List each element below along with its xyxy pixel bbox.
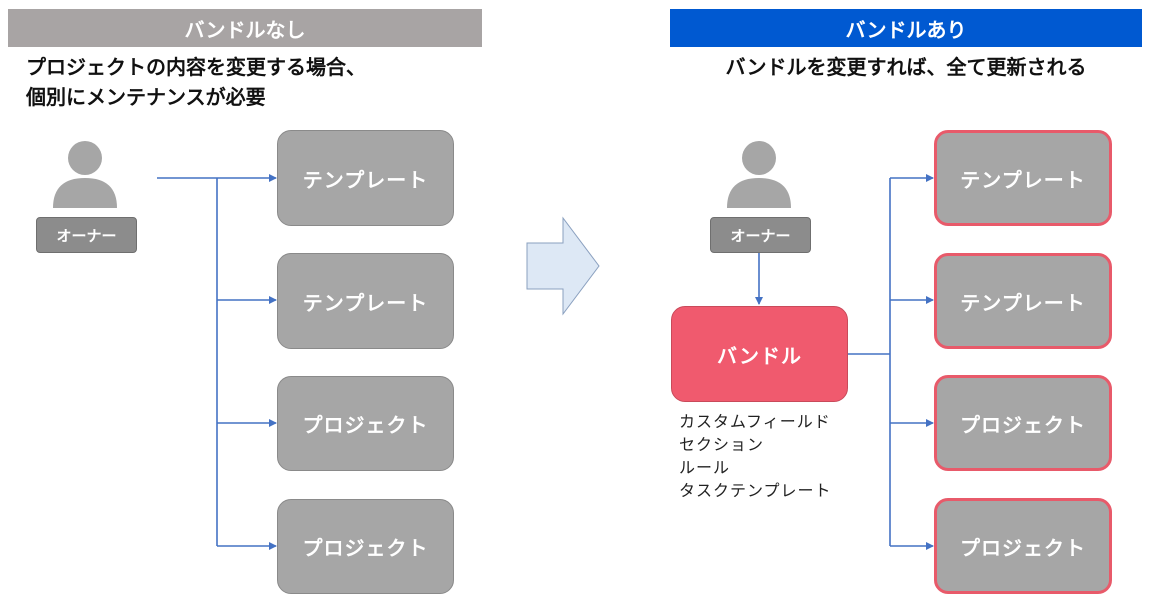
left-box-2: テンプレート — [277, 253, 454, 349]
right-caption-text: バンドルを変更すれば、全て更新される — [725, 55, 1087, 79]
right-owner-label: オーナー — [710, 217, 811, 253]
left-box-2-label: テンプレート — [302, 290, 429, 315]
left-box-4: プロジェクト — [277, 499, 454, 594]
bundle-label: バンドル — [717, 343, 802, 368]
right-box-4: プロジェクト — [934, 498, 1112, 594]
right-box-1-label: テンプレート — [960, 167, 1086, 192]
bundle-item: タスクテンプレート — [679, 481, 832, 500]
right-connectors — [755, 174, 934, 550]
right-box-4-label: プロジェクト — [960, 535, 1086, 560]
left-caption-line2: 個別にメンテナンスが必要 — [26, 85, 266, 109]
left-owner-text: オーナー — [56, 226, 117, 245]
right-box-2: テンプレート — [934, 253, 1112, 349]
left-box-1: テンプレート — [277, 130, 454, 226]
left-box-1-label: テンプレート — [302, 167, 429, 192]
left-connectors — [157, 174, 277, 550]
right-box-3: プロジェクト — [934, 375, 1112, 471]
right-box-1: テンプレート — [934, 130, 1112, 226]
left-box-4-label: プロジェクト — [302, 536, 429, 560]
right-box-2-label: テンプレート — [960, 290, 1086, 315]
left-box-3-label: プロジェクト — [302, 413, 429, 437]
bundle-box: バンドル — [671, 306, 848, 402]
right-header-label: バンドルあり — [845, 17, 967, 42]
left-header: バンドルなし — [8, 9, 482, 47]
left-header-label: バンドルなし — [184, 17, 306, 42]
bundle-item: セクション — [679, 435, 765, 454]
bundle-items-list: カスタムフィールド セクション ルール タスクテンプレート — [679, 410, 879, 502]
bundle-item: ルール — [679, 458, 731, 477]
left-owner-label: オーナー — [36, 217, 137, 253]
right-caption: バンドルを変更すれば、全て更新される — [670, 52, 1142, 82]
person-icon — [53, 141, 117, 208]
person-icon — [727, 141, 791, 208]
right-owner-text: オーナー — [730, 226, 791, 245]
right-header: バンドルあり — [670, 9, 1142, 47]
right-box-3-label: プロジェクト — [960, 412, 1086, 437]
bundle-item: カスタムフィールド — [679, 412, 831, 431]
left-caption: プロジェクトの内容を変更する場合、 個別にメンテナンスが必要 — [26, 52, 466, 112]
right-arrow-icon — [526, 216, 600, 316]
left-box-3: プロジェクト — [277, 376, 454, 471]
left-caption-line1: プロジェクトの内容を変更する場合、 — [26, 55, 366, 79]
